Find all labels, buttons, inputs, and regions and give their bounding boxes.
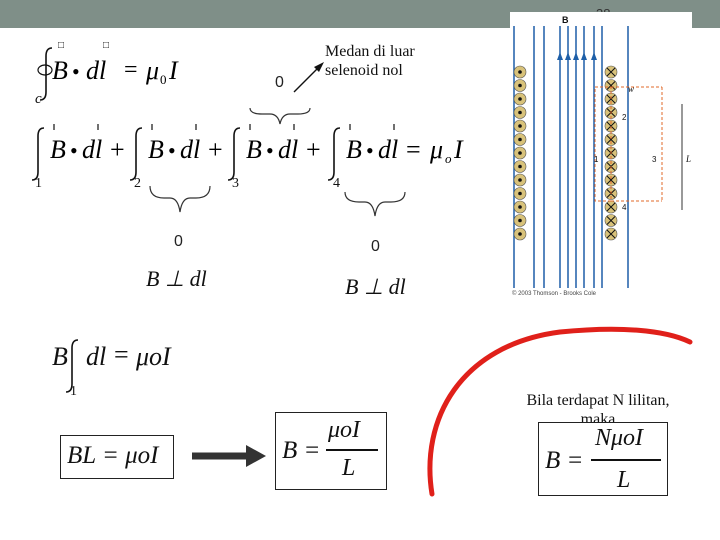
integral-sign <box>66 339 79 393</box>
current-dot <box>513 133 527 146</box>
svg-text:I: I <box>453 135 464 164</box>
current-dot <box>513 214 527 227</box>
boxed-B-numerator: μoI <box>328 417 361 443</box>
svg-text:B: B <box>52 56 68 85</box>
svg-text:μ: μ <box>429 135 443 164</box>
fraction-bar <box>591 459 661 461</box>
current-dot <box>513 173 527 187</box>
svg-text:•: • <box>70 138 78 163</box>
current-cross <box>604 227 618 241</box>
figure-label-4: 4 <box>622 203 627 212</box>
perpendicular-note-left: B ⊥ dl <box>146 266 207 291</box>
current-dot <box>513 119 527 133</box>
limit-3: 3 <box>232 176 239 191</box>
svg-text:0: 0 <box>160 72 167 87</box>
current-dot <box>513 79 527 92</box>
svg-text:dl: dl <box>278 135 298 164</box>
svg-text:B: B <box>246 135 262 164</box>
figure-label-2: 2 <box>622 113 627 122</box>
current-dot <box>513 65 527 79</box>
current-dot <box>513 106 527 119</box>
current-dot <box>513 146 527 160</box>
svg-text:•: • <box>366 138 374 163</box>
svg-text:dl: dl <box>378 135 398 164</box>
svg-text:□: □ <box>58 40 64 51</box>
current-dot <box>513 187 527 200</box>
limit-4: 4 <box>333 176 340 191</box>
current-cross <box>604 200 618 214</box>
perpendicular-note-right: B ⊥ dl <box>345 274 406 299</box>
boxed-B-denominator: L <box>342 455 356 481</box>
boxed-BN-numerator: NμoI <box>595 425 644 451</box>
svg-text:□: □ <box>103 40 109 51</box>
current-cross <box>604 79 618 92</box>
figure-copyright: © 2003 Thomson - Brooks Cole <box>512 290 597 297</box>
reduced-integral: dl <box>86 342 107 371</box>
svg-text:B: B <box>346 135 362 164</box>
svg-text:•: • <box>266 138 274 163</box>
loop-label-c: c <box>35 91 42 107</box>
implies-arrow <box>192 445 266 467</box>
current-dot <box>513 227 527 241</box>
zero-label-right: 0 <box>371 238 380 255</box>
reduced-rhs: μoI <box>136 342 171 371</box>
svg-text:μ: μ <box>145 56 159 85</box>
svg-text:B: B <box>148 135 164 164</box>
pointer-arrow <box>293 62 324 93</box>
boxed-BN-lhs: B = <box>545 447 584 474</box>
figure-title: B <box>562 15 569 25</box>
figure-label-L: L <box>685 154 691 164</box>
reduced-lhs: B <box>52 342 68 371</box>
boxed-BL-text: BL = μoI <box>67 442 159 469</box>
field-lines <box>513 26 629 288</box>
solenoid-figure: B L w 1 2 3 4 © 2003 Thomson - Brooks Co… <box>510 12 692 298</box>
reduced-limit: 1 <box>70 384 77 399</box>
limit-2: 2 <box>134 176 141 191</box>
svg-text:+: + <box>110 135 125 164</box>
svg-text:dl: dl <box>86 56 106 85</box>
figure-label-1: 1 <box>594 155 599 164</box>
svg-text:+: + <box>208 135 223 164</box>
figure-label-3: 3 <box>652 155 657 164</box>
ampere-law-closed-loop: B • dl = μ 0 I □ □ <box>28 40 228 110</box>
current-dot <box>513 160 527 173</box>
fraction-bar <box>326 449 378 451</box>
zero-label-outside: 0 <box>275 74 284 91</box>
current-out-dots <box>513 65 527 241</box>
svg-text:=: = <box>406 135 421 164</box>
svg-text:•: • <box>72 59 80 84</box>
svg-text:I: I <box>168 56 179 85</box>
boxed-B-lhs: B = <box>282 437 321 464</box>
boxed-B-equation: B = μoI L <box>275 412 387 490</box>
svg-text:•: • <box>168 138 176 163</box>
ampere-closed-loop-graphic: B • dl = μ 0 I □ □ <box>37 40 179 101</box>
current-cross <box>604 173 618 187</box>
equals-sign: = <box>114 340 129 369</box>
current-cross <box>604 65 618 79</box>
svg-text:=: = <box>124 57 138 83</box>
boxed-BL-equation: BL = μoI <box>60 435 174 479</box>
amperian-loop-inner <box>594 86 612 202</box>
svg-text:+: + <box>306 135 321 164</box>
svg-text:o: o <box>445 151 452 166</box>
figure-label-w: w <box>628 84 634 94</box>
annotation-outside-field: Medan di luar selenoid nol <box>325 43 415 79</box>
current-cross <box>604 214 618 227</box>
svg-text:B: B <box>50 135 66 164</box>
limit-1: 1 <box>35 176 42 191</box>
zero-label-left: 0 <box>174 233 183 250</box>
boxed-BN-denominator: L <box>617 467 631 493</box>
svg-text:dl: dl <box>82 135 102 164</box>
field-arrows <box>557 52 597 60</box>
reduced-equation: B dl = μoI <box>52 338 202 398</box>
solenoid-diagram: B L w 1 2 3 4 © 2003 Thomson - Brooks Co… <box>512 15 691 297</box>
boxed-BN-equation: B = NμoI L <box>538 422 668 496</box>
current-dot <box>513 200 527 214</box>
svg-text:dl: dl <box>180 135 200 164</box>
current-dot <box>513 92 527 106</box>
